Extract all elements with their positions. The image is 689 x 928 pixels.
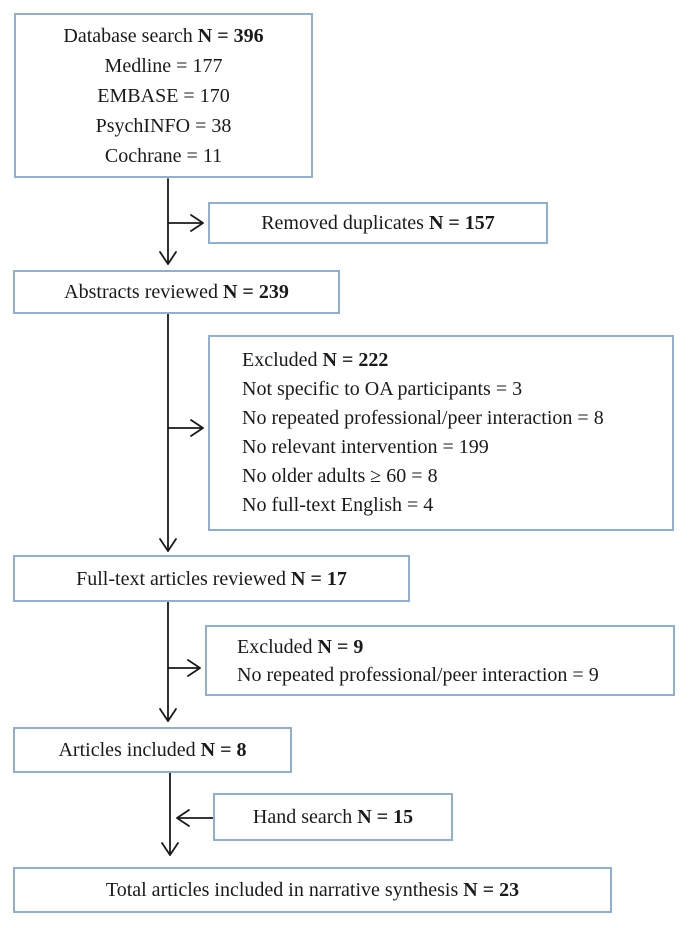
box-full-text-reviewed: Full-text articles reviewed N = 17 xyxy=(13,555,410,602)
title-count: N = 17 xyxy=(291,567,347,590)
detail-line: Cochrane = 11 xyxy=(104,144,223,167)
title-prefix: Database search xyxy=(63,24,198,47)
title-prefix: Hand search xyxy=(252,806,358,828)
title-prefix: Excluded xyxy=(237,635,318,658)
box-title: Database search N = 396 xyxy=(16,21,311,51)
title-count: N = 396 xyxy=(197,24,264,47)
box-articles-included: Articles included N = 8 xyxy=(13,727,292,773)
box-title: Hand search N = 15 xyxy=(215,803,451,831)
detail-line: Medline = 177 xyxy=(104,54,223,77)
box-hand-search: Hand search N = 15 xyxy=(213,793,453,841)
exclusion-reason: No relevant intervention = 199 xyxy=(242,436,489,458)
title-prefix: Removed duplicates xyxy=(261,212,429,234)
title-prefix: Abstracts reviewed xyxy=(64,281,223,303)
title-prefix: Total articles included in narrative syn… xyxy=(105,879,464,901)
exclusion-reason: No repeated professional/peer interactio… xyxy=(237,663,599,686)
box-title: Full-text articles reviewed N = 17 xyxy=(15,565,408,593)
exclusion-reason: No older adults ≥ 60 = 8 xyxy=(242,465,438,487)
box-excluded-abstracts: Excluded N = 222 Not specific to OA part… xyxy=(208,335,674,531)
box-excluded-full-text: Excluded N = 9 No repeated professional/… xyxy=(205,625,675,696)
exclusion-reason: No repeated professional/peer interactio… xyxy=(242,407,604,429)
title-count: N = 157 xyxy=(428,212,495,234)
box-title: Excluded N = 222 xyxy=(242,346,672,375)
box-removed-duplicates: Removed duplicates N = 157 xyxy=(208,202,548,244)
box-total-included: Total articles included in narrative syn… xyxy=(13,867,612,913)
box-title: Total articles included in narrative syn… xyxy=(15,876,610,904)
box-database-search: Database search N = 396 Medline = 177 EM… xyxy=(14,13,313,178)
box-title: Excluded N = 9 xyxy=(237,633,673,661)
title-count: N = 222 xyxy=(322,349,389,371)
title-count: N = 15 xyxy=(357,806,414,828)
box-title: Articles included N = 8 xyxy=(15,736,290,764)
box-title: Removed duplicates N = 157 xyxy=(210,209,546,237)
title-prefix: Articles included xyxy=(58,739,201,761)
title-prefix: Full-text articles reviewed xyxy=(76,567,292,590)
title-prefix: Excluded xyxy=(242,349,323,371)
detail-line: PsychINFO = 38 xyxy=(95,114,232,137)
box-abstracts-reviewed: Abstracts reviewed N = 239 xyxy=(13,270,340,314)
detail-line: EMBASE = 170 xyxy=(97,84,230,107)
box-title: Abstracts reviewed N = 239 xyxy=(15,278,338,306)
exclusion-reason: Not specific to OA participants = 3 xyxy=(242,378,523,400)
title-count: N = 239 xyxy=(222,281,289,303)
title-count: N = 8 xyxy=(200,739,247,761)
exclusion-reason: No full-text English = 4 xyxy=(242,494,434,516)
title-count: N = 23 xyxy=(463,879,520,901)
title-count: N = 9 xyxy=(317,635,364,658)
